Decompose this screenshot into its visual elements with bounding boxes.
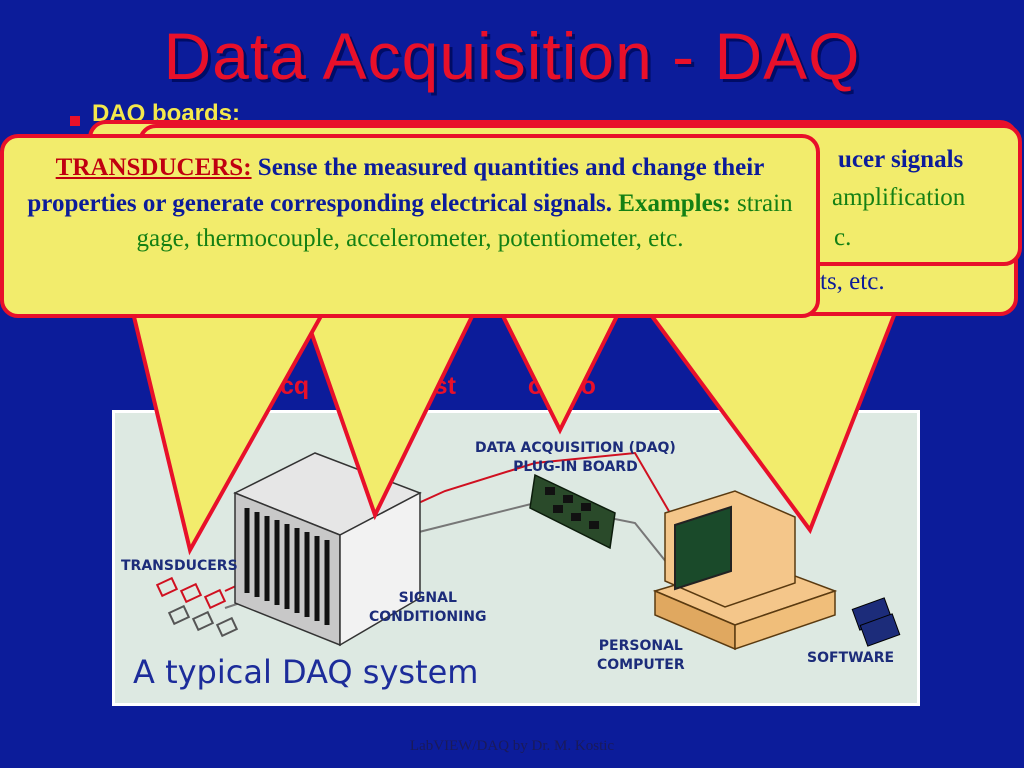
daq-board-label: DATA ACQUISITION (DAQ) PLUG-IN BOARD: [475, 439, 676, 477]
signal-label-line-2: CONDITIONING: [369, 608, 487, 625]
footer: LabVIEW/DAQ by Dr. M. Kostic: [409, 738, 615, 754]
transducers-examples-text: strain gage, thermocouple, accelerometer…: [136, 189, 793, 253]
slide-title: Data Acquisition - DAQ: [163, 19, 861, 93]
diagram-drawing: [155, 451, 901, 651]
callout-daq-fragment-1: ucer signals: [838, 146, 964, 173]
callout-tail-transducers-a: [127, 298, 334, 556]
transducers-heading: TRANSDUCERS:: [55, 154, 252, 181]
transducers-icon: [155, 576, 239, 638]
signal-conditioning-chassis-icon: [233, 452, 422, 647]
personal-computer-label: PERSONAL COMPUTER: [597, 637, 685, 675]
software-disks-icon: [851, 597, 901, 647]
transducers-label: TRANSDUCERS: [121, 558, 238, 574]
signal-label-line-1: SIGNAL: [398, 590, 457, 606]
callout-daq-fragment-3: c.: [834, 224, 852, 251]
transducers-description: Sense the measured quantities and change…: [27, 154, 765, 217]
personal-computer-icon: [652, 490, 838, 651]
bullet-marker: [70, 116, 80, 126]
callout-signal-fragment: ts, etc.: [820, 268, 885, 295]
daq-board-icon: [529, 473, 616, 550]
callout-transducers: TRANSDUCERS: Sense the measured quantiti…: [0, 134, 820, 318]
transducers-examples-label: Examples:: [618, 189, 731, 217]
callout-tail-signal: [636, 298, 903, 535]
daq-board-label-line-1: DATA ACQUISITION (DAQ): [475, 440, 676, 456]
callout-tail-transducers-b: [297, 298, 484, 521]
pc-label-line-1: PERSONAL: [598, 638, 683, 654]
software-label: SOFTWARE: [807, 650, 895, 666]
callout-daq-fragment-2: amplification: [832, 184, 966, 211]
pc-label-line-2: COMPUTER: [597, 656, 685, 673]
diagram-caption: A typical DAQ system: [133, 653, 479, 691]
daq-board-label-line-2: PLUG-IN BOARD: [513, 458, 638, 475]
signal-conditioning-label: SIGNAL CONDITIONING: [369, 589, 487, 627]
